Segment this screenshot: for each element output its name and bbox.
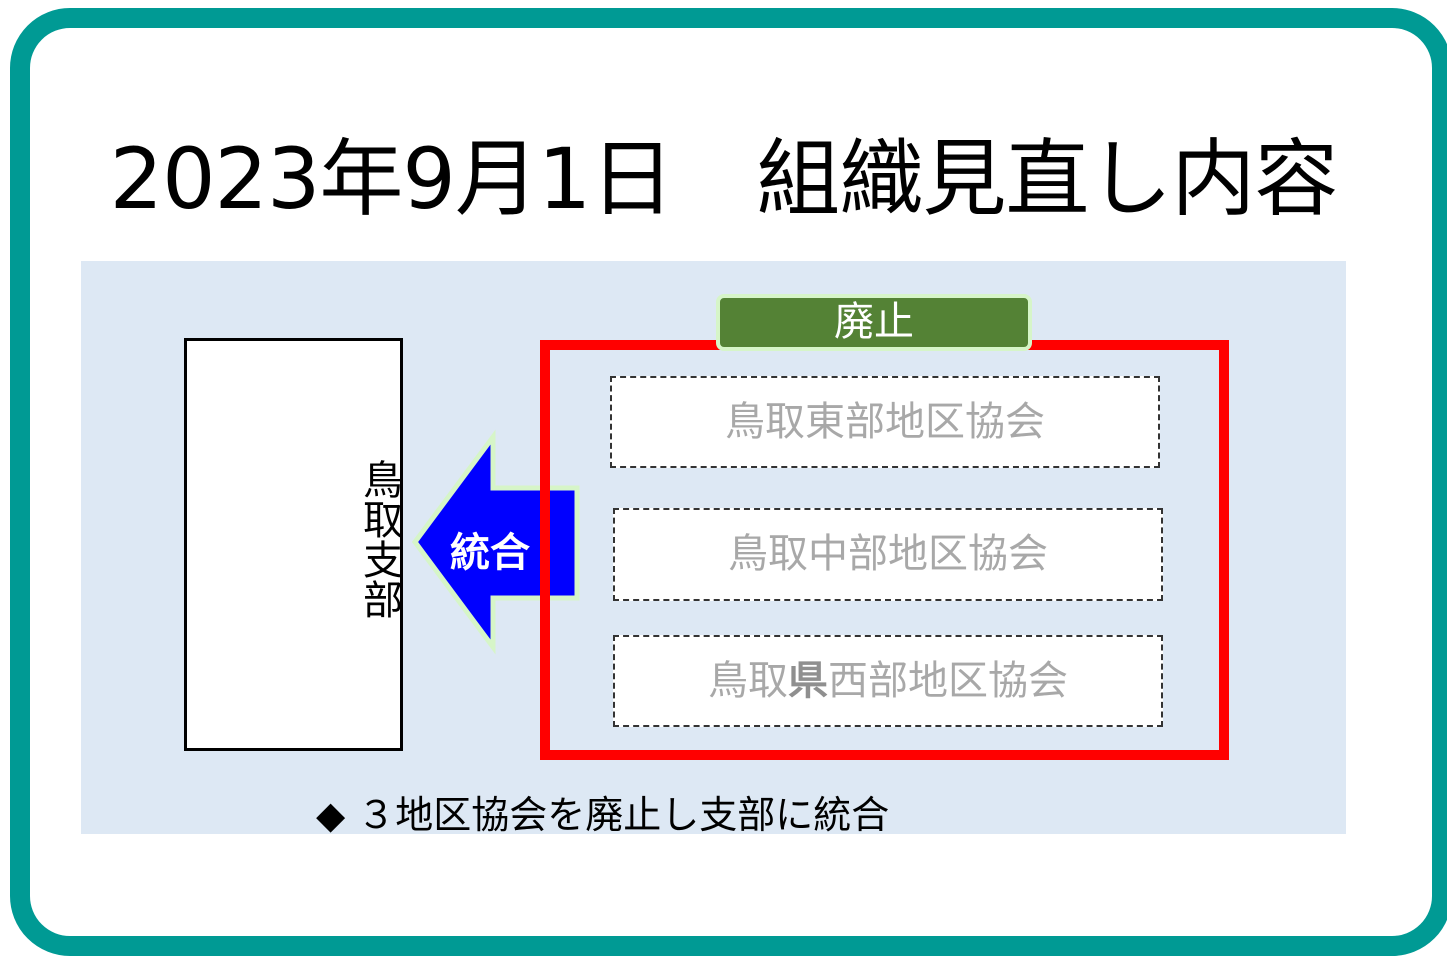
branch-label-text: 鳥取支部	[356, 459, 402, 619]
association-name-prefix: 鳥取	[708, 658, 788, 704]
association-name-suffix: 西部地区協会	[828, 658, 1068, 704]
merge-arrow	[411, 429, 580, 655]
branch-box: 鳥取支部	[184, 338, 403, 751]
association-name-bold: 県	[788, 658, 828, 704]
association-name: 鳥取東部地区協会	[725, 399, 1045, 445]
association-box-east: 鳥取東部地区協会	[610, 376, 1160, 468]
association-box-central: 鳥取中部地区協会	[613, 508, 1163, 601]
association-name: 鳥取中部地区協会	[728, 531, 1048, 577]
page-title: 2023年9月1日 組織見直し内容	[109, 130, 1339, 228]
abolish-tag: 廃止	[716, 294, 1032, 351]
merge-arrow-shape	[411, 429, 580, 655]
association-box-west: 鳥取県西部地区協会	[613, 635, 1163, 727]
merge-arrow-label: 統合	[450, 530, 530, 576]
branch-label: 鳥取支部	[187, 459, 402, 619]
summary-note: ◆ ３地区協会を廃止し支部に統合	[316, 793, 890, 837]
